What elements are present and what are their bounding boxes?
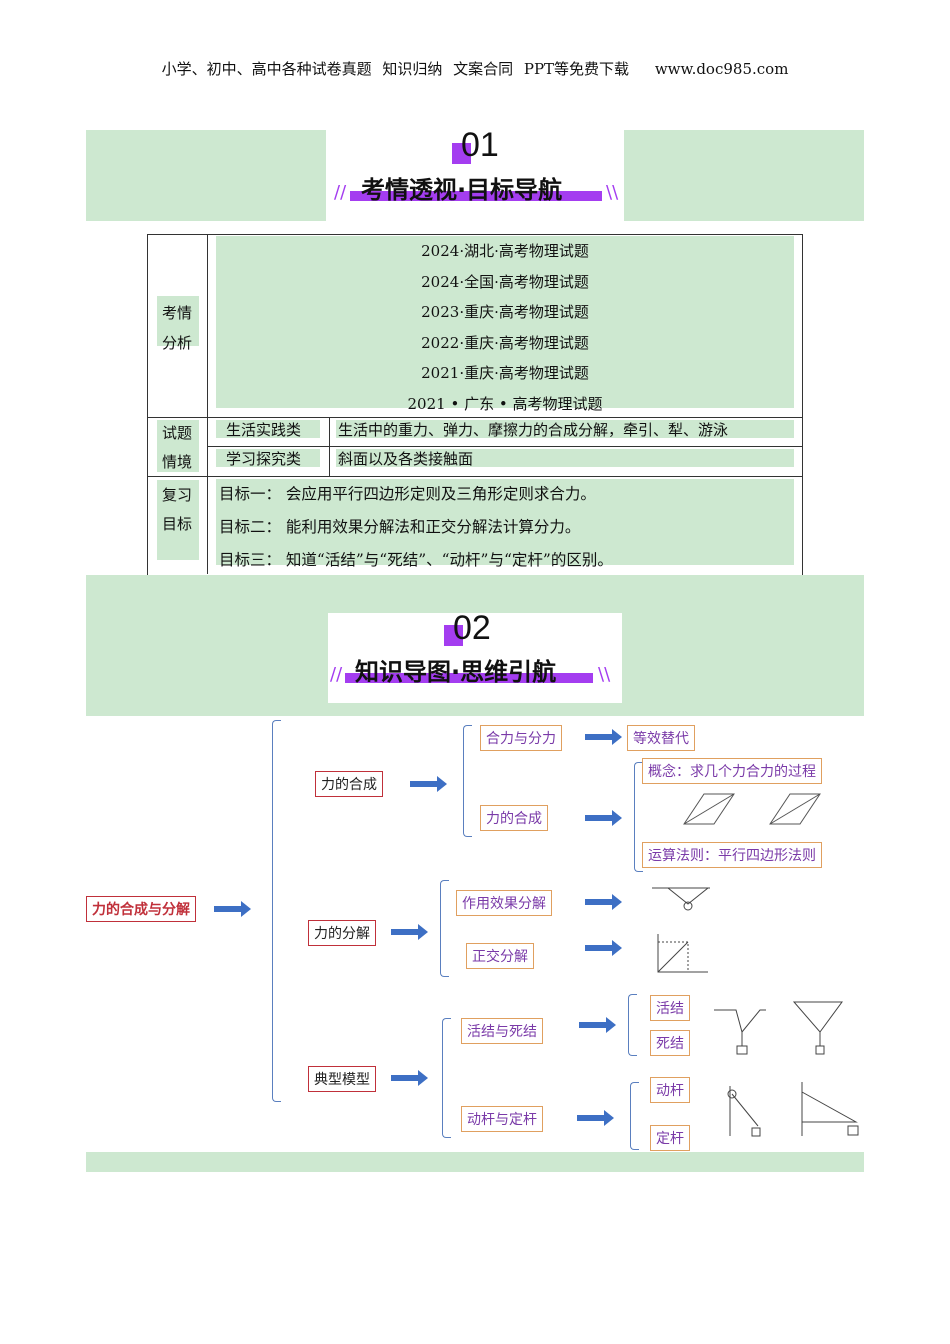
divider [147,417,802,418]
cell-bg [336,420,794,438]
bracket [442,1018,451,1138]
arrow-icon [585,940,622,956]
parallelogram-diagram [683,793,821,825]
exam-list: 2024·湖北·高考物理试题 2024·全国·高考物理试题 2023·重庆·高考物理… [216,236,794,420]
bracket [634,762,643,872]
node: 正交分解 [466,943,534,969]
branch-node: 典型模型 [308,1066,376,1092]
banner-left [86,130,326,221]
cell-bg [216,449,320,467]
slash-decoration: // [334,182,347,203]
section-number: 02 [453,609,491,647]
cell-bg [157,480,199,560]
context-type: 生活实践类 [226,421,302,439]
title-underline [345,673,593,683]
node: 力的合成 [480,805,548,831]
slash-decoration: // [330,664,343,685]
number-marker [444,625,463,646]
row-label: 试题情境 [162,424,193,471]
divider [147,476,802,477]
model-diagrams [714,1001,859,1137]
cell-bg [336,449,794,467]
bracket [630,1082,639,1150]
exam-item: 2021·重庆·高考物理试题 [421,364,589,383]
section-number: 01 [461,126,499,164]
node: 合力与分力 [480,725,562,751]
banner-right [624,130,864,221]
node: 概念：求几个力合力的过程 [642,758,822,784]
site-header: 小学、初中、高中各种试卷真题 知识归纳 文案合同 PPT等免费下载 www.do… [161,60,789,78]
node: 等效替代 [627,725,695,751]
section-title: 知识导图·思维引航 [355,658,557,686]
bracket [463,725,472,837]
arrow-icon [410,776,447,792]
exam-item: 2023·重庆·高考物理试题 [421,303,589,322]
slash-decoration: \\ [606,182,619,203]
cell-bg [216,236,794,408]
arrow-icon [214,901,251,917]
row-label: 考情分析 [162,304,193,352]
cell-bg [157,296,199,346]
arrow-icon [585,894,622,910]
cell-bg [216,420,320,438]
divider [207,446,802,447]
cell-bg [216,479,794,565]
root-node: 力的合成与分解 [86,896,196,922]
node: 活结与死结 [461,1018,543,1044]
section-title: 考情透视·目标导航 [361,176,563,204]
exam-item: 2024·全国·高考物理试题 [421,272,589,291]
number-marker [452,143,471,164]
exam-item: 2024·湖北·高考物理试题 [421,242,589,260]
node: 运算法则：平行四边形法则 [642,842,822,868]
arrow-icon [585,810,622,826]
context-desc: 生活中的重力、弹力、摩擦力的合成分解，牵引、犁、游泳 [338,421,729,439]
context-type: 学习探究类 [226,450,302,468]
cell-bg [157,420,199,472]
arrow-icon [585,729,622,745]
arrow-icon [579,1017,616,1033]
branch-node: 力的分解 [308,920,376,946]
bracket [272,720,281,1102]
banner-center [328,613,622,703]
decomposition-diagrams [652,887,710,973]
row-label: 复习目标 [162,486,193,533]
node: 死结 [650,1030,690,1056]
arrow-icon [391,1070,428,1086]
exam-item: 2022·重庆·高考物理试题 [421,333,589,352]
context-desc: 斜面以及各类接触面 [338,450,474,468]
node: 动杆与定杆 [461,1106,543,1132]
goal-list: 目标一： 会应用平行四边形定则及三角形定则求合力。目标二： 能利用效果分解法和正… [219,485,613,569]
branch-node: 力的合成 [315,771,383,797]
bracket [440,880,449,977]
bracket [628,994,637,1056]
arrow-icon [391,924,428,940]
exam-item: 2021 • 广东 • 高考物理试题 [407,394,603,413]
node: 定杆 [650,1125,690,1151]
slash-decoration: \\ [598,664,611,685]
footer-band [86,1152,864,1172]
divider [329,417,330,476]
node: 作用效果分解 [456,890,552,916]
node: 动杆 [650,1077,690,1103]
node: 活结 [650,995,690,1021]
title-underline [350,191,602,201]
divider [207,234,208,574]
arrow-icon [577,1110,614,1126]
